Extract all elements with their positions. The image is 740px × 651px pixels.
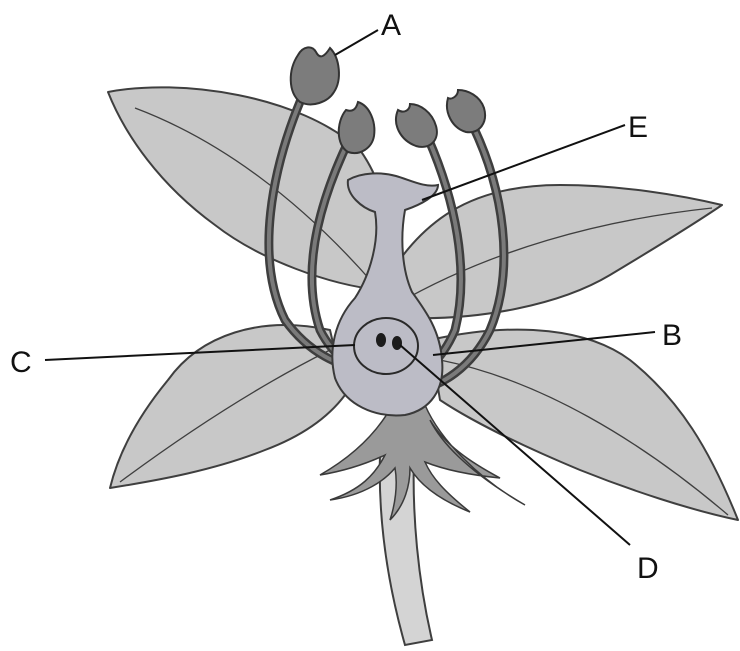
anther-4 bbox=[447, 90, 485, 132]
label-c: C bbox=[10, 346, 32, 379]
label-a: A bbox=[381, 9, 401, 42]
label-b: B bbox=[662, 319, 682, 352]
anther-a bbox=[291, 47, 339, 104]
label-d: D bbox=[637, 552, 659, 585]
label-e: E bbox=[628, 111, 648, 144]
ovule-right bbox=[392, 336, 402, 350]
leader-line-a bbox=[335, 30, 378, 55]
anther-2 bbox=[339, 102, 375, 153]
anther-3 bbox=[396, 104, 437, 147]
ovule-left bbox=[376, 333, 386, 347]
petal-upper-right bbox=[380, 185, 722, 318]
